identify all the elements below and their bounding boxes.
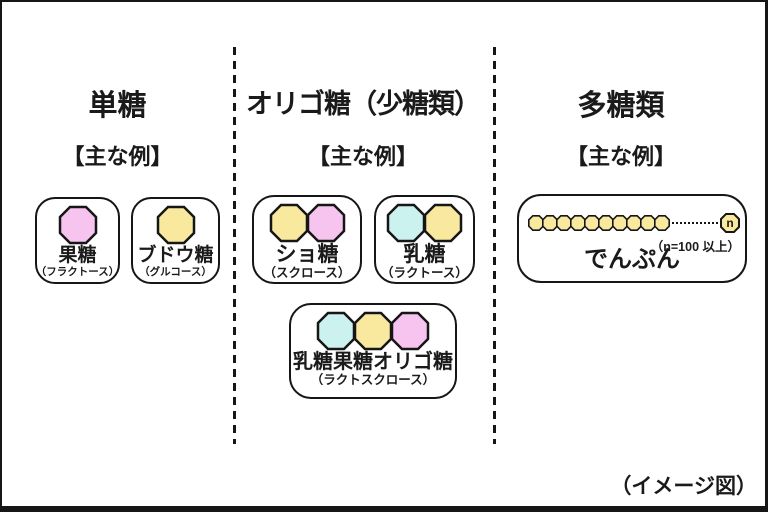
sugar-box-sucrose: ショ糖 （スクロース） [252,195,362,284]
sugar-alias: （グルコース） [139,265,212,278]
n-unit-octagon: n [720,213,740,233]
sugar-name: 乳糖 [403,243,446,266]
sugar-units-fructose [58,205,98,245]
sugar-box-lactose: 乳糖 （ラクトース） [374,195,475,284]
sugar-unit-octagon [528,215,544,231]
sugar-name: 果糖 [58,245,97,266]
sugar-name: ブドウ糖 [137,245,214,266]
sugar-unit-octagon [386,203,426,243]
starch-chain-units [528,215,670,231]
n-count-note: （n=100 以上） [650,240,740,254]
chain-dotted-line [672,222,718,224]
column-title-monosaccharide: 単糖 [88,90,147,122]
sugar-unit-octagon [598,215,614,231]
sugar-box-glucose: ブドウ糖 （グルコース） [131,197,220,284]
sugar-unit-octagon [584,215,600,231]
column-divider-1 [233,47,236,444]
sugar-name: ショ糖 [275,243,339,266]
column-subtitle-oligosaccharide: 【主な例】 [307,144,418,169]
sugar-unit-octagon [542,215,558,231]
sugar-alias: （ラクトース） [381,266,468,281]
sugar-unit-octagon [654,215,670,231]
column-divider-2 [493,47,496,444]
sugar-units-glucose [156,205,196,245]
sugar-unit-octagon [269,203,308,243]
sugar-unit-octagon [353,311,393,351]
sugar-unit-octagon [570,215,586,231]
starch-chain: n [528,213,740,233]
column-subtitle-monosaccharide: 【主な例】 [62,144,173,169]
sugar-unit-octagon [306,203,345,243]
sugar-units-lactose [386,203,463,243]
sugar-units-lactosucrose [316,311,430,351]
sugar-box-fructose: 果糖 （フラクトース） [35,197,120,284]
sugar-alias: （フラクトース） [35,265,120,278]
sugar-box-starch: n （n=100 以上） でんぷん [517,194,747,283]
sugar-unit-octagon [556,215,572,231]
sugar-unit-octagon [58,205,97,245]
sugar-unit-octagon [640,215,656,231]
n-label: n [726,216,733,230]
sugar-alias: （ラクトスクロース） [310,373,436,387]
sugar-units-sucrose [269,203,346,243]
sugar-unit-octagon [390,311,430,351]
column-title-polysaccharide: 多糖類 [577,90,665,122]
sugar-box-lactosucrose: 乳糖果糖オリゴ糖 （ラクトスクロース） [289,303,457,399]
sugar-name: 乳糖果糖オリゴ糖 [293,351,453,373]
sugar-alias: （スクロース） [263,266,351,281]
sugar-unit-octagon [612,215,628,231]
sugar-unit-octagon [626,215,642,231]
sugar-unit-octagon [156,205,195,245]
sugar-unit-octagon [316,311,356,351]
column-subtitle-polysaccharide: 【主な例】 [565,144,676,169]
sugar-unit-octagon [423,203,463,243]
column-title-oligosaccharide: オリゴ糖（少糖類） [246,89,481,119]
starch-name: でんぷん [584,246,680,273]
image-caption: （イメージ図） [610,475,757,498]
